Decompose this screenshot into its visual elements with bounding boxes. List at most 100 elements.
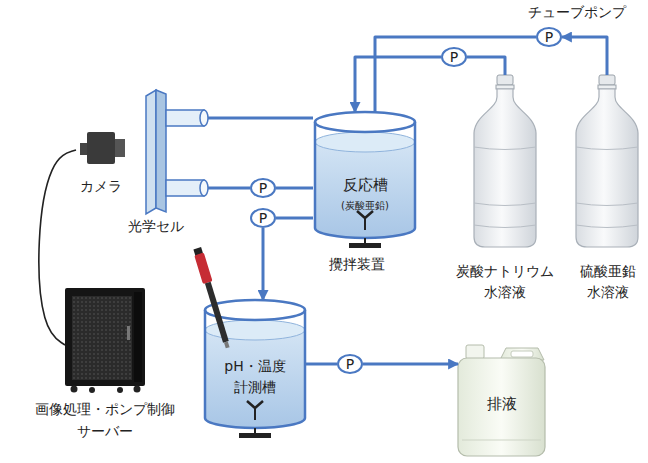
server-rack — [89, 387, 95, 393]
node-label: pH・温度 計測槽 — [213, 356, 297, 398]
waste-jug: 排液 — [458, 345, 545, 457]
server-rack — [134, 292, 142, 382]
reactor-tank — [315, 132, 415, 152]
stirrer-label: 攪拌装置 — [312, 254, 402, 275]
stirrer — [239, 401, 271, 438]
node-label: 硫酸亜鉛 水溶液 — [570, 261, 646, 303]
flow-pipe — [363, 363, 458, 366]
cell-tube — [166, 180, 208, 196]
reagent-bottle: 炭酸ナトリウム 水溶液 — [470, 75, 540, 248]
reagent-bottle — [497, 75, 513, 85]
pump-outline — [251, 209, 275, 227]
flow-pipe — [166, 117, 313, 120]
reagent-bottle: 硫酸亜鉛 水溶液 — [575, 75, 640, 248]
camera-icon — [80, 132, 125, 164]
pump-symbol: P — [250, 178, 276, 198]
pump-symbol: P — [337, 354, 363, 374]
stirrer — [247, 401, 263, 408]
server-rack — [134, 386, 141, 393]
ph-probe — [192, 247, 232, 349]
optical-cell-plate — [146, 90, 156, 214]
cell-tube — [200, 180, 208, 196]
reagent-bottle — [474, 89, 536, 247]
pump-outline — [251, 179, 275, 197]
pump-label: チューブポンプ — [517, 2, 637, 23]
flow-pipe — [276, 217, 313, 220]
node-label: (炭酸亜鉛) — [317, 198, 413, 213]
measuring-tank — [205, 330, 305, 428]
stirrer — [364, 218, 366, 230]
optical-cell: 光学セル — [146, 90, 166, 214]
ph-probe — [194, 253, 212, 285]
stirrer — [254, 408, 256, 420]
ph-probe — [205, 282, 229, 343]
pump-symbol: P — [250, 208, 276, 228]
reactor-tank — [315, 112, 415, 132]
server-rack — [127, 326, 130, 340]
reactor-tank — [315, 112, 415, 238]
flow-pipe — [276, 187, 313, 190]
pump-symbol: P — [441, 47, 467, 67]
stirrer — [254, 428, 256, 433]
node-label: 排液 — [462, 393, 542, 416]
node-label: 炭酸ナトリウム 水溶液 — [443, 261, 567, 303]
server-rack — [72, 296, 132, 380]
tube-pump: P — [250, 208, 276, 228]
reagent-bottle — [474, 75, 536, 247]
pump-outline — [338, 355, 362, 373]
flow-pipe — [355, 57, 441, 112]
ph-probe — [224, 341, 230, 348]
waste-jug — [458, 358, 545, 456]
server-rack — [65, 288, 145, 386]
node-label: 光学セル — [111, 216, 201, 237]
tube-pump: P — [441, 47, 467, 67]
optical-cell-plate — [156, 90, 166, 212]
reactor-tank — [315, 122, 415, 238]
flow-pipe — [262, 228, 265, 300]
node-label: 画像処理・ポンプ制御 サーバー — [19, 398, 191, 443]
flow-pipe — [467, 57, 505, 75]
stirrer — [349, 243, 381, 248]
waste-jug — [458, 345, 545, 456]
pump-symbol: P — [536, 27, 562, 47]
node-label: カメラ — [56, 176, 146, 197]
tube-pump: P — [536, 27, 562, 47]
flow-pipe — [375, 37, 536, 112]
reagent-bottle — [576, 75, 638, 247]
reactor-tank: 反応槽(炭酸亜鉛) — [313, 112, 417, 240]
measuring-tank: pH・温度 計測槽 — [205, 300, 305, 430]
tube-pump: P — [337, 354, 363, 374]
server: 画像処理・ポンプ制御 サーバー — [65, 288, 145, 392]
reactor-tank — [315, 142, 415, 238]
flow-pipe — [562, 37, 607, 75]
waste-jug — [462, 440, 541, 441]
cell-tube — [200, 110, 208, 126]
stirrer — [357, 211, 373, 218]
flow-pipe — [166, 187, 250, 190]
cell-tube — [166, 110, 204, 126]
server-rack — [65, 288, 145, 393]
camera-icon — [87, 132, 115, 164]
waste-jug — [511, 351, 533, 357]
reagent-bottle — [474, 147, 536, 228]
camera-icon — [115, 139, 125, 157]
stirrer — [239, 433, 271, 438]
node-label: 反応槽 — [317, 174, 413, 197]
server-rack — [71, 386, 78, 393]
flow-pipe — [305, 363, 337, 366]
stirrer — [349, 211, 381, 248]
reagent-bottle — [599, 75, 615, 85]
signal-cable — [39, 150, 76, 345]
camera-icon — [80, 143, 88, 155]
server-rack — [117, 387, 123, 393]
cell-tube — [166, 180, 204, 196]
pump-outline — [442, 48, 466, 66]
tube-pump: P — [250, 178, 276, 198]
cell-tube — [166, 110, 208, 126]
reagent-bottle — [576, 147, 638, 228]
